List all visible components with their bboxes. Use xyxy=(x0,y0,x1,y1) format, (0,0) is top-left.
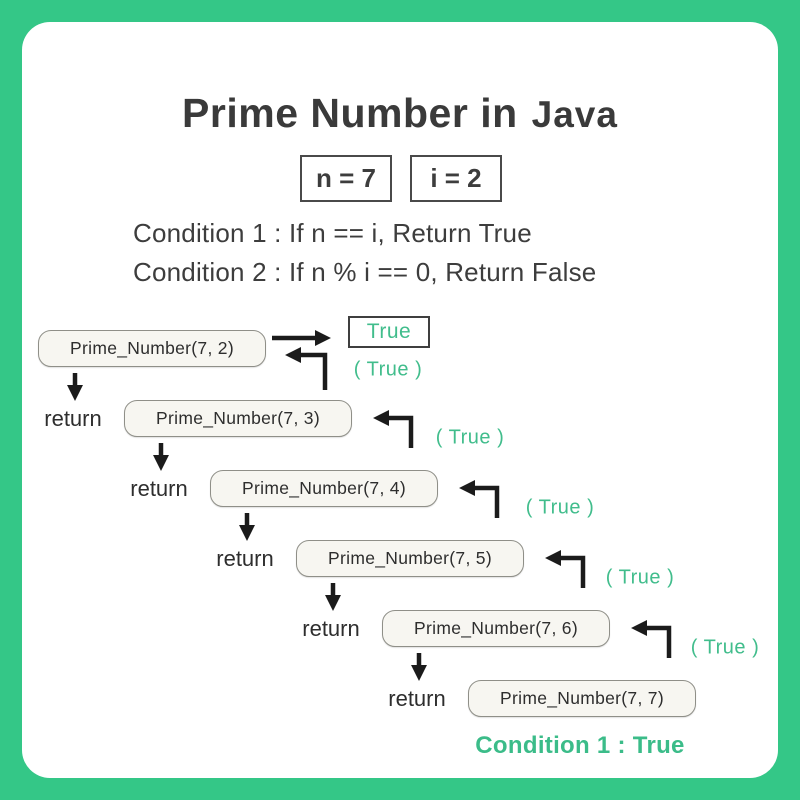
true-annotation-4: ( True ) xyxy=(605,566,675,589)
call-box-3: Prime_Number(7, 4) xyxy=(210,470,438,507)
condition-1: Condition 1 : If n == i, Return True xyxy=(133,218,532,248)
true-annotation-1: ( True ) xyxy=(353,358,423,381)
return-value-arrow-3 xyxy=(459,479,500,518)
return-value-arrow-4 xyxy=(545,549,586,588)
true-annotation-3: ( True ) xyxy=(525,496,595,519)
arrow-layer xyxy=(66,329,672,681)
page-title-main: Prime Number in xyxy=(182,90,518,136)
result-box-true: True xyxy=(348,316,430,348)
return-label-5: return xyxy=(388,686,446,711)
return-label-3: return xyxy=(216,546,274,571)
recursion-diagram: True Prime_Number(7, 2) Prime_Number(7, … xyxy=(22,22,778,778)
variable-box-n: n = 7 xyxy=(300,155,392,202)
page-title-language: Java xyxy=(531,94,618,135)
true-annotation-2: ( True ) xyxy=(435,426,505,449)
call-box-2: Prime_Number(7, 3) xyxy=(124,400,352,437)
return-value-arrow-1 xyxy=(285,346,328,390)
call-box-6: Prime_Number(7, 7) xyxy=(468,680,696,717)
page-title: Prime Number in Java xyxy=(22,90,778,137)
return-label-1: return xyxy=(44,406,102,431)
content-card: Prime Number in Java n = 7 i = 2 Conditio… xyxy=(22,22,778,778)
conditions-block: Condition 1 : If n == i, Return True Con… xyxy=(133,214,596,292)
condition-2: Condition 2 : If n % i == 0, Return Fals… xyxy=(133,257,597,287)
call-box-1: Prime_Number(7, 2) xyxy=(38,330,266,367)
call-box-4: Prime_Number(7, 5) xyxy=(296,540,524,577)
return-value-arrow-5 xyxy=(631,619,672,658)
footer-condition-result: Condition 1 : True xyxy=(475,732,685,759)
return-label-2: return xyxy=(130,476,188,501)
return-value-arrow-2 xyxy=(373,409,414,448)
return-label-4: return xyxy=(302,616,360,641)
true-annotation-5: ( True ) xyxy=(690,636,760,659)
call-box-5: Prime_Number(7, 6) xyxy=(382,610,610,647)
variable-box-i: i = 2 xyxy=(410,155,502,202)
